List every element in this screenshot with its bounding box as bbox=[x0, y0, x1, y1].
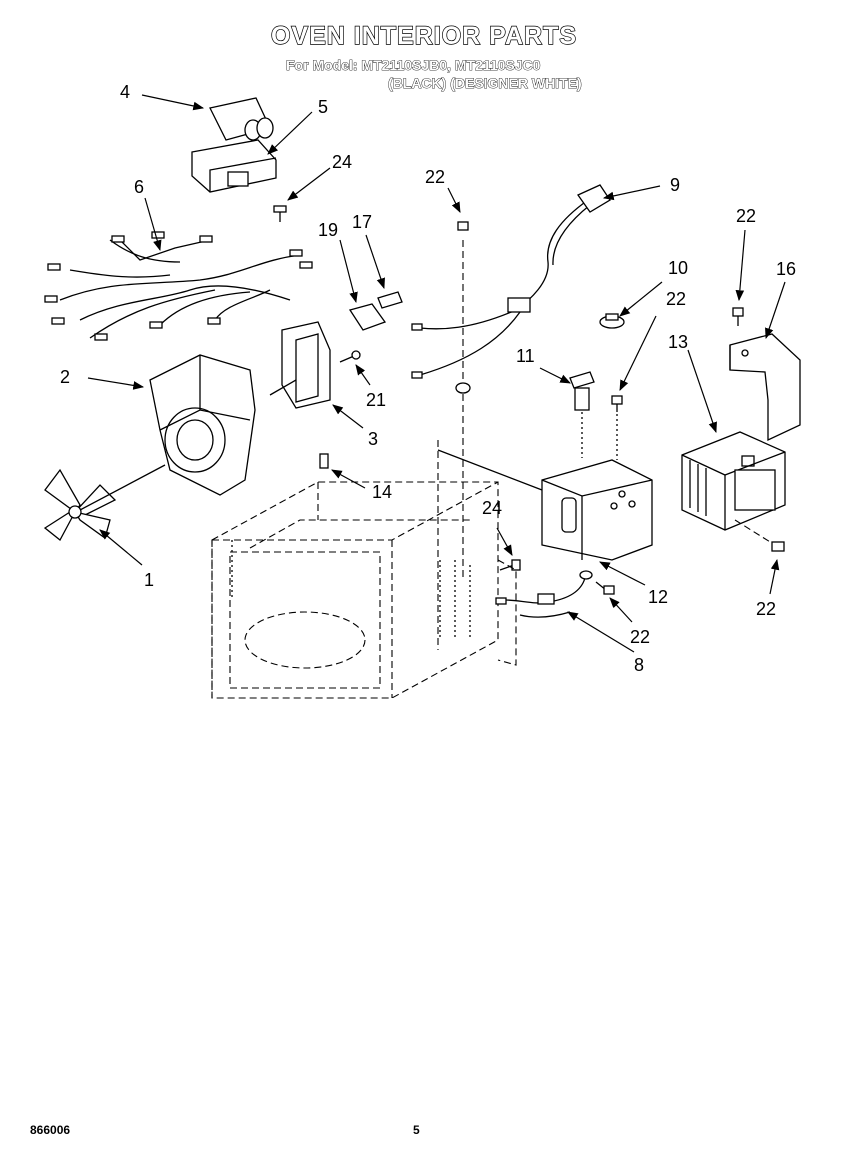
callout-21: 21 bbox=[366, 390, 386, 410]
thermal-protector-part bbox=[599, 313, 625, 329]
callout-10: 10 bbox=[668, 258, 688, 278]
callout-1: 1 bbox=[144, 570, 154, 590]
mounting-bracket-part bbox=[729, 333, 801, 442]
callout-24: 24 bbox=[332, 152, 352, 172]
wire-harness-part bbox=[44, 231, 313, 341]
callout-22: 22 bbox=[630, 627, 650, 647]
thermistor-part bbox=[495, 570, 593, 618]
power-cord-part bbox=[411, 184, 611, 379]
callout-22: 22 bbox=[425, 167, 445, 187]
diagram-code: 866006 bbox=[30, 1123, 71, 1137]
transformer-part bbox=[681, 431, 786, 531]
callout-16: 16 bbox=[776, 259, 796, 279]
callout-labels: 4 5 24 6 22 9 19 17 22 16 10 22 11 13 2 … bbox=[60, 82, 796, 675]
leader-lines bbox=[87, 94, 786, 653]
callout-5: 5 bbox=[318, 97, 328, 117]
callout-8: 8 bbox=[634, 655, 644, 675]
callout-4: 4 bbox=[120, 82, 130, 102]
callout-13: 13 bbox=[668, 332, 688, 352]
callout-17: 17 bbox=[352, 212, 372, 232]
callout-24: 24 bbox=[482, 498, 502, 518]
fan-housing-part bbox=[149, 354, 256, 496]
callout-6: 6 bbox=[134, 177, 144, 197]
oven-cavity-outline bbox=[211, 481, 499, 699]
callout-2: 2 bbox=[60, 367, 70, 387]
callout-22: 22 bbox=[756, 599, 776, 619]
transformer-bracket-part bbox=[437, 449, 653, 561]
transformer-screw-part bbox=[734, 519, 785, 552]
callout-3: 3 bbox=[368, 429, 378, 449]
capacitor-bracket-part bbox=[191, 139, 277, 193]
clip-part bbox=[319, 453, 329, 469]
callout-9: 9 bbox=[670, 175, 680, 195]
fan-motor-part bbox=[269, 321, 331, 409]
ground-washer-part bbox=[455, 221, 471, 580]
callout-12: 12 bbox=[648, 587, 668, 607]
callout-11: 11 bbox=[516, 346, 535, 366]
page-number: 5 bbox=[413, 1123, 420, 1137]
screw-part bbox=[273, 205, 287, 222]
lower-screw-part bbox=[499, 559, 521, 571]
callout-19: 19 bbox=[318, 220, 338, 240]
ground-screw-part bbox=[595, 581, 615, 595]
callout-22: 22 bbox=[666, 289, 686, 309]
motor-screw-part bbox=[339, 350, 361, 363]
right-screw-part bbox=[732, 307, 744, 326]
thermal-cutout-part bbox=[348, 303, 387, 331]
page-title: OVEN INTERIOR PARTS bbox=[270, 21, 578, 50]
variant-line: (BLACK) (DESIGNER WHITE) bbox=[388, 75, 582, 92]
callout-22: 22 bbox=[736, 206, 756, 226]
fuse-part bbox=[377, 291, 403, 309]
model-line: For Model: MT2110SJB0, MT2110SJC0 bbox=[286, 57, 541, 74]
capacitor-part bbox=[209, 97, 274, 141]
diode-part bbox=[569, 371, 595, 458]
callout-14: 14 bbox=[372, 482, 392, 502]
fan-blade-part bbox=[43, 464, 166, 541]
bracket-screw-part bbox=[611, 395, 623, 460]
